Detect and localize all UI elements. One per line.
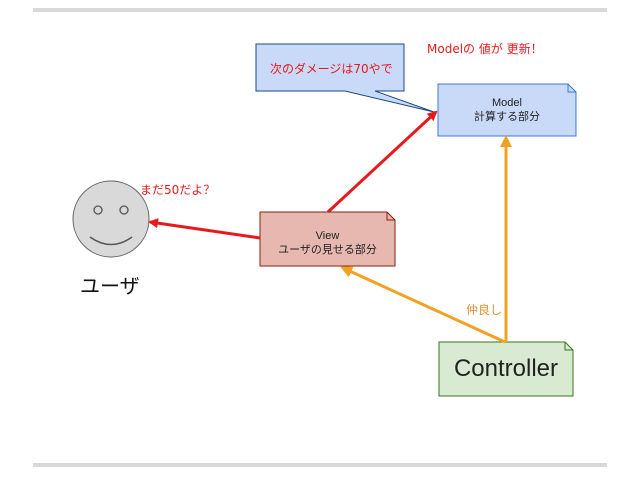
controller-title: Controller xyxy=(453,355,559,382)
model-title: Model xyxy=(492,97,522,109)
user-says-label: まだ50だよ？ xyxy=(140,183,216,197)
view-to-model-arrow xyxy=(326,110,438,214)
model-box xyxy=(437,83,577,137)
view-subtitle: ユーザの見せる部分 xyxy=(278,244,377,256)
controller-to-view-arrow xyxy=(340,266,506,344)
view-title: View xyxy=(315,230,340,242)
view-box-fold xyxy=(386,212,395,221)
controller-box xyxy=(438,341,574,397)
model-updated-label: Modelの 値が 更新！ xyxy=(427,42,543,56)
user-label: ユーザ xyxy=(80,274,140,298)
model-subtitle: 計算する部分 xyxy=(474,111,540,123)
model-box-fold xyxy=(567,84,576,93)
view-box xyxy=(259,211,396,267)
view-label: View ユーザの見せる部分 xyxy=(260,229,395,257)
bottom-divider xyxy=(33,463,607,467)
speech-bubble-shape xyxy=(255,43,435,113)
model-label: Model 計算する部分 xyxy=(438,96,576,124)
view-to-user-arrow xyxy=(148,218,261,240)
speech-bubble-text: 次のダメージは70やで xyxy=(270,62,393,76)
top-divider xyxy=(33,8,607,12)
controller-box-fold xyxy=(564,342,573,351)
friendly-label: 仲良し xyxy=(466,303,503,317)
user-face-icon xyxy=(72,180,150,258)
